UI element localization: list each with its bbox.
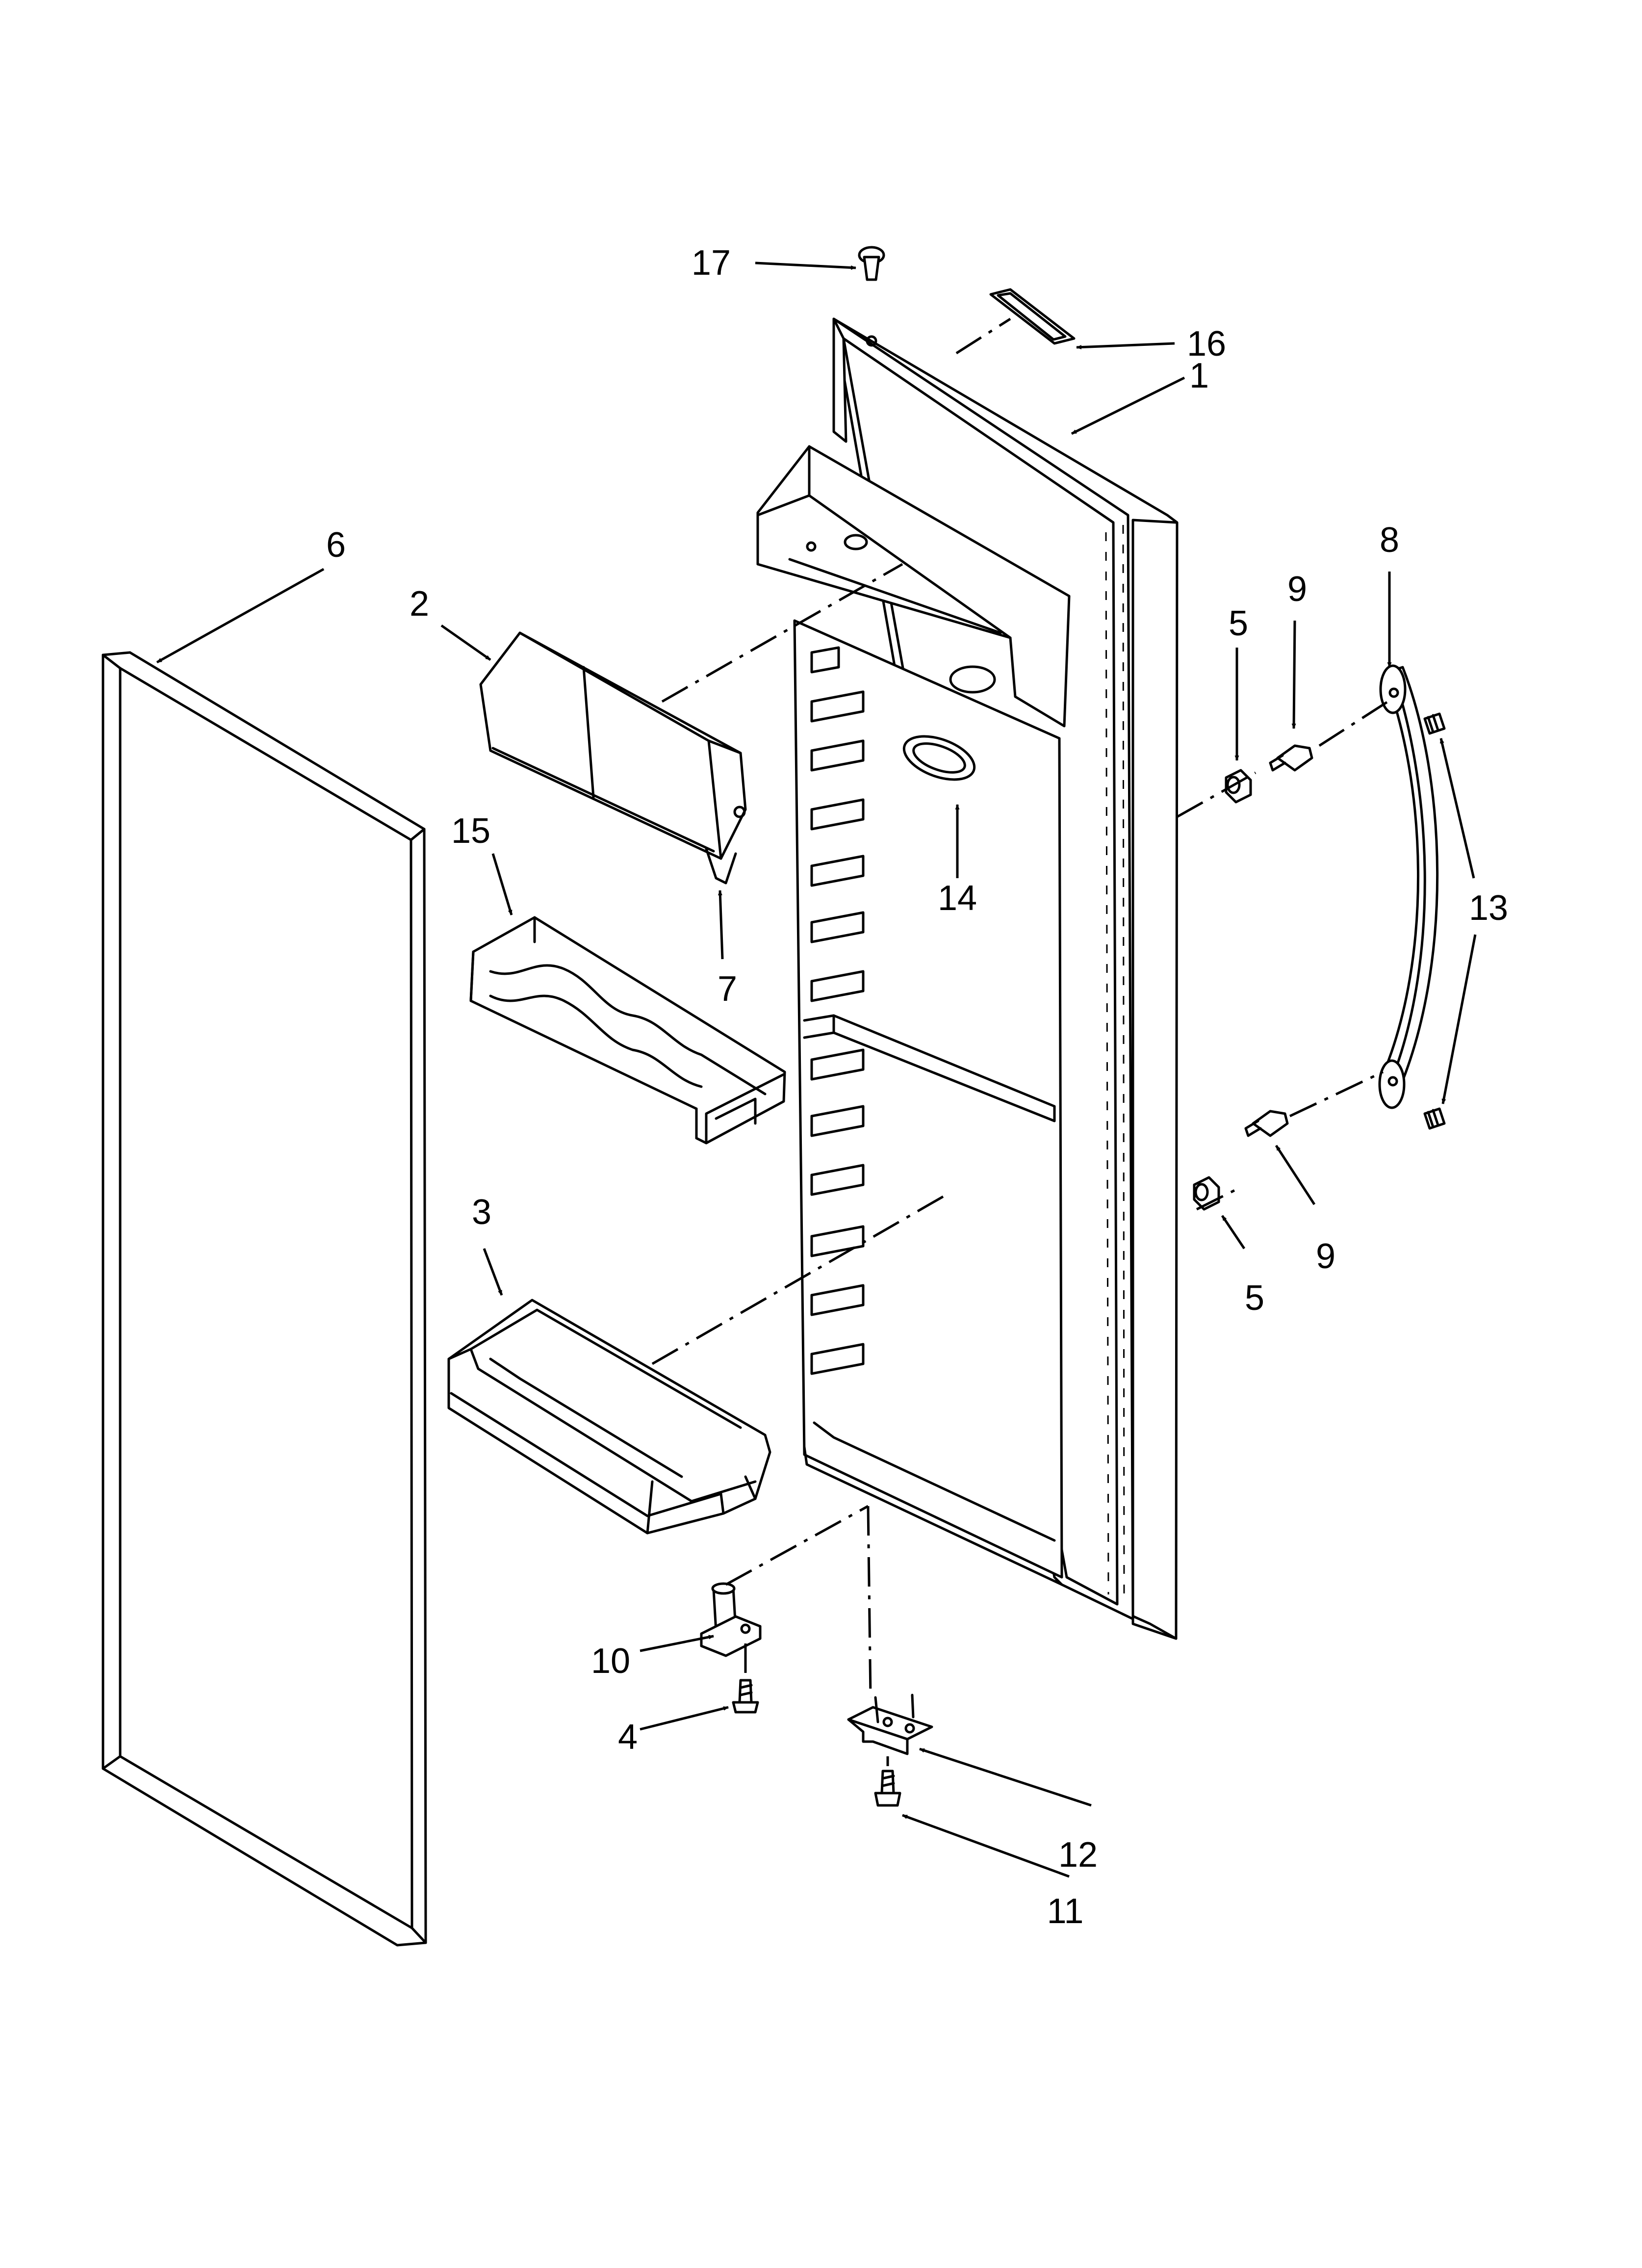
callout-14: 14 (938, 879, 977, 918)
callout-9-bottom: 9 (1316, 1237, 1335, 1276)
callout-2: 2 (410, 584, 429, 624)
callout-3: 3 (472, 1193, 491, 1232)
callout-12: 12 (1058, 1835, 1098, 1875)
callout-7: 7 (718, 969, 737, 1009)
door-assembly (756, 317, 1179, 1640)
callout-17: 17 (692, 243, 731, 283)
callout-4: 4 (618, 1718, 638, 1757)
callout-8: 8 (1380, 521, 1399, 560)
leader-arrows (156, 261, 1477, 1878)
door-top-label (989, 288, 1076, 345)
callout-5-bottom: 5 (1245, 1278, 1264, 1318)
handle (1378, 664, 1439, 1109)
callout-6: 6 (326, 525, 346, 565)
handle-set-screws (1423, 712, 1446, 1130)
callout-13: 13 (1469, 888, 1508, 928)
dairy-door (479, 631, 747, 885)
assembly-lines (651, 317, 1389, 1766)
callout-15: 15 (451, 811, 490, 851)
hinge-bracket (847, 1694, 933, 1755)
door-gasket (102, 651, 427, 1947)
callout-labels: 17 16 1 6 2 15 7 5 9 8 14 13 3 9 5 10 4 … (326, 243, 1508, 1931)
bracket-screw (874, 1770, 901, 1807)
spacers (1193, 769, 1252, 1211)
callout-10: 10 (591, 1642, 630, 1681)
door-plug (858, 246, 885, 347)
handle-screws (1244, 744, 1313, 1137)
egg-tray (469, 916, 786, 1145)
callout-11: 11 (1047, 1892, 1084, 1931)
hinge-screw (732, 1679, 759, 1714)
oval-insert (902, 735, 976, 781)
hinge-pin (700, 1582, 762, 1657)
callout-5-top: 5 (1229, 604, 1248, 643)
door-shelf-ribs (810, 646, 865, 1375)
callout-9-top: 9 (1287, 570, 1307, 609)
callout-16: 16 (1187, 324, 1226, 364)
door-bin-lower (447, 1299, 771, 1535)
callout-1: 1 (1189, 356, 1209, 395)
